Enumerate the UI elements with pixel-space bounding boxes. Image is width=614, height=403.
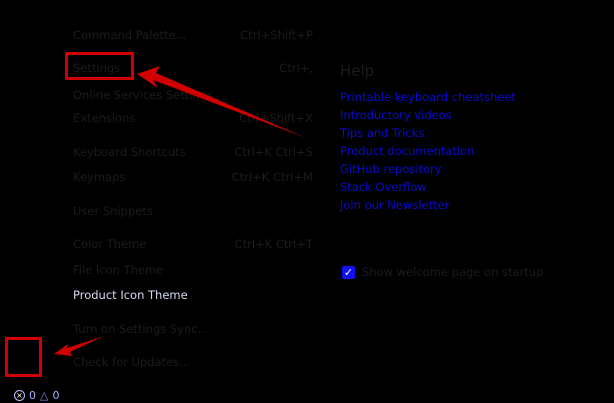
menu-item-user-snippets[interactable]: User Snippets: [73, 204, 313, 218]
menu-label: Settings: [73, 61, 121, 75]
menu-shortcut: Ctrl+Shift+P: [240, 28, 313, 42]
menu-item-online-services-settings[interactable]: Online Services Settings: [73, 88, 313, 102]
menu-item-product-icon-theme[interactable]: Product Icon Theme: [73, 288, 313, 302]
menu-label: Online Services Settings: [73, 88, 214, 102]
menu-label: Turn on Settings Sync...: [73, 322, 209, 336]
annotation-arrow-manage: [54, 336, 104, 356]
annotation-box-manage: [5, 337, 42, 377]
warning-icon: △: [40, 389, 49, 402]
menu-item-settings-sync[interactable]: Turn on Settings Sync...: [73, 322, 313, 336]
startup-checkbox[interactable]: ✓: [342, 266, 355, 279]
link-newsletter[interactable]: Join our Newsletter: [340, 198, 450, 212]
link-stack-overflow[interactable]: Stack Overflow: [340, 180, 427, 194]
annotation-box-settings: [65, 52, 134, 80]
warning-count: 0: [52, 389, 60, 402]
menu-shortcut: Ctrl+,: [279, 61, 313, 75]
startup-checkbox-label: Show welcome page on startup: [362, 265, 544, 279]
menu-item-keyboard-shortcuts[interactable]: Keyboard Shortcuts Ctrl+K Ctrl+S: [73, 145, 313, 159]
menu-label: Command Palette...: [73, 28, 187, 42]
menu-item-extensions[interactable]: Extensions Ctrl+Shift+X: [73, 111, 313, 125]
menu-item-keymaps[interactable]: Keymaps Ctrl+K Ctrl+M: [73, 170, 313, 184]
menu-item-file-icon-theme[interactable]: File Icon Theme: [73, 263, 313, 277]
menu-label: Keyboard Shortcuts: [73, 145, 186, 159]
link-tips-and-tricks[interactable]: Tips and Tricks: [340, 126, 425, 140]
menu-item-check-for-updates[interactable]: Check for Updates...: [73, 355, 313, 369]
menu-item-color-theme[interactable]: Color Theme Ctrl+K Ctrl+T: [73, 237, 313, 251]
menu-shortcut: Ctrl+K Ctrl+M: [231, 170, 313, 184]
link-github-repository[interactable]: GitHub repository: [340, 162, 442, 176]
menu-shortcut: Ctrl+K Ctrl+S: [234, 145, 313, 159]
menu-label: Check for Updates...: [73, 355, 191, 369]
link-product-documentation[interactable]: Product documentation: [340, 144, 475, 158]
menu-label: Color Theme: [73, 237, 147, 251]
error-count: 0: [29, 389, 36, 402]
menu-item-settings[interactable]: Settings Ctrl+,: [73, 61, 313, 75]
annotation-arrow-settings: [137, 66, 306, 138]
error-icon: ×: [14, 390, 25, 401]
menu-label: Product Icon Theme: [73, 288, 188, 302]
help-heading: Help: [340, 62, 375, 80]
link-introductory-videos[interactable]: Introductory videos: [340, 108, 452, 122]
menu-label: File Icon Theme: [73, 263, 164, 277]
link-keyboard-cheatsheet[interactable]: Printable keyboard cheatsheet: [340, 90, 516, 104]
menu-label: User Snippets: [73, 204, 153, 218]
menu-shortcut: Ctrl+Shift+X: [239, 111, 313, 125]
menu-label: Keymaps: [73, 170, 126, 184]
menu-item-command-palette[interactable]: Command Palette... Ctrl+Shift+P: [73, 28, 313, 42]
status-bar-problems[interactable]: × 0 △ 0: [14, 389, 59, 402]
menu-shortcut: Ctrl+K Ctrl+T: [234, 237, 313, 251]
menu-label: Extensions: [73, 111, 136, 125]
